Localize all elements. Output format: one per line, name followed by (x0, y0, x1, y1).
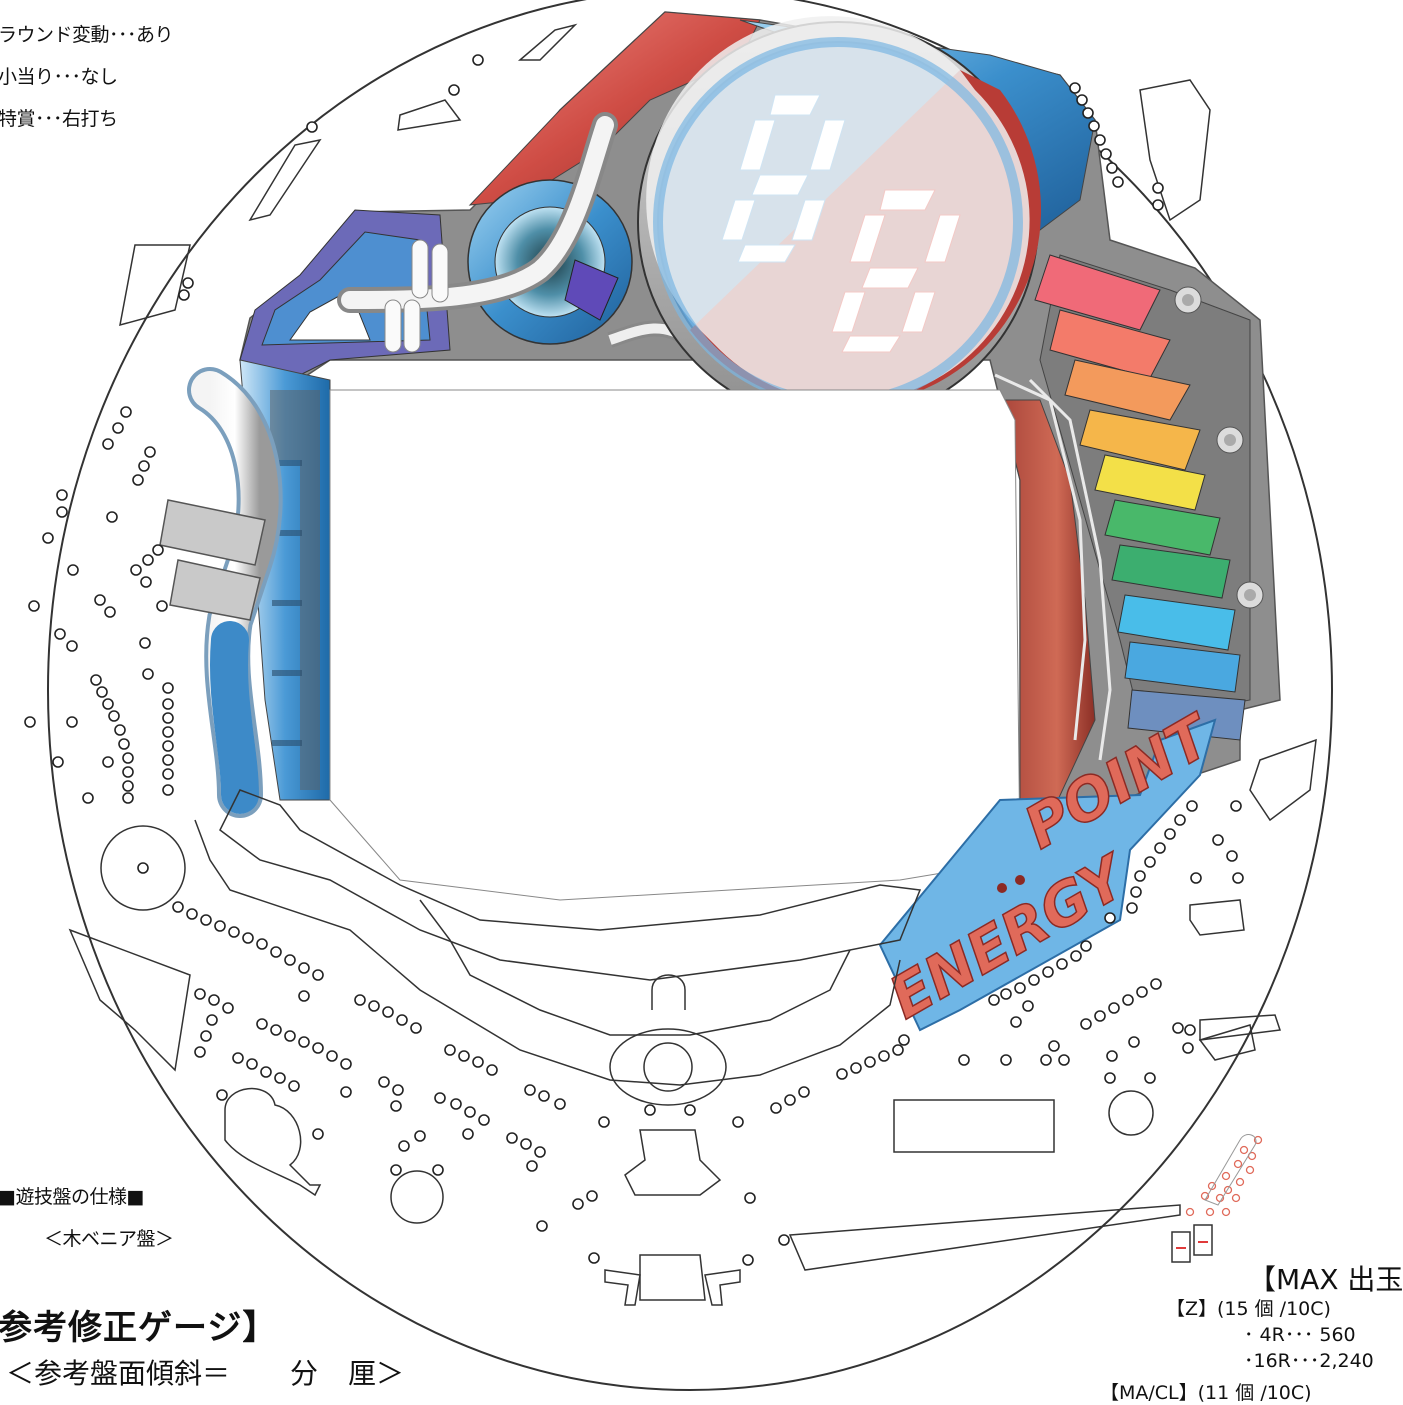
spec-round-variation: ラウンド変動･･･あり (0, 24, 174, 46)
board-outline (47, 0, 1333, 1391)
max-payout-16r: ･16R･･･2,240 (1244, 1350, 1374, 1372)
max-payout-z-label: 【Z】(15 個 /10C) (1166, 1298, 1331, 1320)
nails (24, 54, 1244, 1266)
spec-special-prize: 特賞･･･右打ち (0, 108, 118, 130)
board-spec-veneer: ＜木ベニア盤＞ (44, 1228, 174, 1250)
gauge-tilt-unit-2: 厘＞ (348, 1357, 405, 1390)
gauge-title: 参考修正ゲージ】 (0, 1308, 278, 1348)
spec-small-hit: 小当り･･･なし (0, 66, 118, 88)
max-payout-title: 【MAX 出玉 (1248, 1263, 1403, 1296)
board-spec-heading: ■遊技盤の仕様■ (0, 1186, 144, 1208)
max-payout-ma-label: 【MA/CL】(11 個 /10C) (1100, 1382, 1312, 1404)
board-svg: ENERGY POINT (24, 0, 1333, 1391)
gauge-tilt-label: ＜参考盤面傾斜＝ (6, 1357, 231, 1390)
max-payout-4r: ･ 4R･･･ 560 (1244, 1324, 1356, 1346)
gauge-tilt-unit-1: 分 (290, 1357, 319, 1390)
